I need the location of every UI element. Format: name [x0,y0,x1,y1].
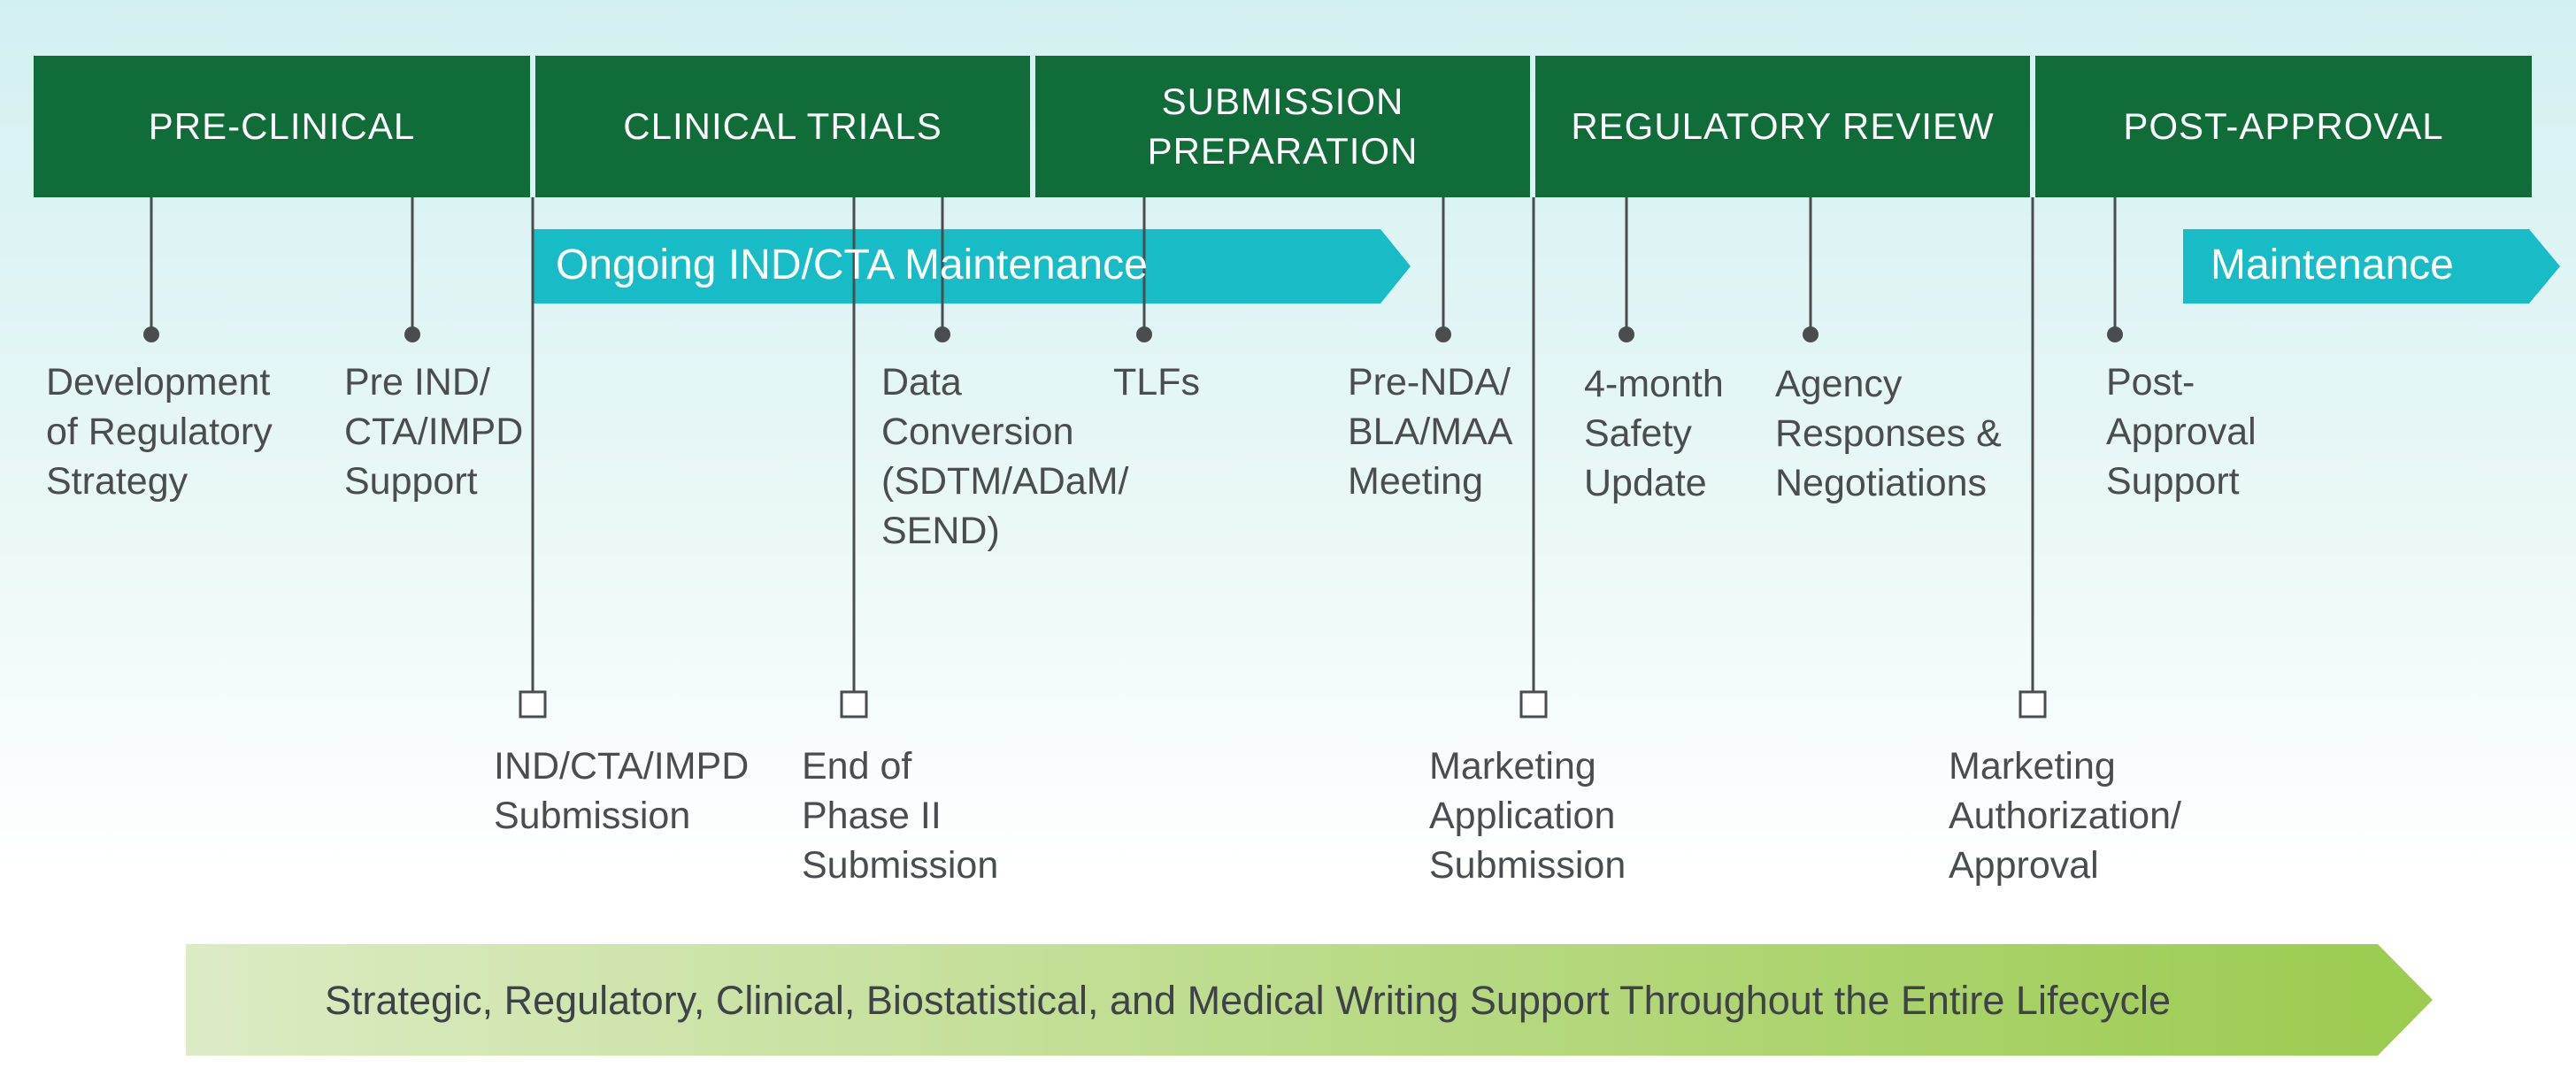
phase-submission-preparation: SUBMISSION PREPARATION [1035,56,1530,197]
activity-agency-responses: Agency Responses & Negotiations [1775,363,2002,504]
milestone-marketing-application: Marketing Application Submission [1429,745,1626,887]
activity-pre-ind-support: Pre IND/ CTA/IMPD Support [344,361,524,503]
lifecycle-banner-arrow [186,944,2433,1056]
activity-data-conversion: Data Conversion (SDTM/ADaM/ SEND) [881,361,1129,552]
activity-development-strategy: Development of Regulatory Strategy [46,361,273,503]
milestone-ind-submission: IND/CTA/IMPD Submission [494,745,750,837]
activity-pre-nda-meeting: Pre-NDA/ BLA/MAA Meeting [1348,361,1513,503]
ongoing-maintenance-arrow [533,229,1411,303]
square-end-phase-two [840,690,868,718]
activity-tlfs: TLFs [1113,361,1200,403]
milestone-marketing-authorization: Marketing Authorization/ Approval [1949,745,2181,887]
milestone-end-phase-two: End of Phase II Submission [802,745,999,887]
dot-post-approval [2107,327,2123,342]
dot-pre-ind [404,327,420,342]
square-ind-submission [519,690,547,718]
dot-safety-update [1619,327,1634,342]
ongoing-maintenance-label: Ongoing IND/CTA Maintenance [556,242,1148,288]
dot-development [143,327,159,342]
maintenance-arrow [2183,229,2560,303]
phase-pre-clinical: PRE-CLINICAL [34,56,530,197]
phase-post-approval: POST-APPROVAL [2035,56,2532,197]
activity-post-approval-support: Post- Approval Support [2106,361,2257,503]
dot-agency-responses [1803,327,1819,342]
dot-pre-nda [1435,327,1451,342]
dot-tlfs [1136,327,1152,342]
activity-safety-update: 4-month Safety Update [1584,363,1724,504]
lifecycle-banner-label: Strategic, Regulatory, Clinical, Biostat… [324,978,2172,1023]
dot-data-conversion [934,327,950,342]
phase-regulatory-review: REGULATORY REVIEW [1535,56,2030,197]
maintenance-label: Maintenance [2211,242,2454,288]
square-marketing-authorization [2019,690,2047,718]
square-marketing-application [1519,690,1548,718]
phase-clinical-trials: CLINICAL TRIALS [535,56,1030,197]
